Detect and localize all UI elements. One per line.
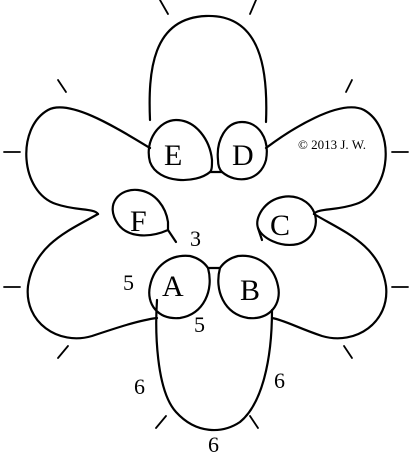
ring-label-a: A bbox=[162, 270, 184, 303]
ring-labels: E D F C A B bbox=[130, 139, 290, 307]
connector-left bbox=[166, 228, 178, 244]
chain-petal-lower-right bbox=[270, 212, 388, 340]
ring-label-f: F bbox=[130, 205, 147, 238]
ring-label-d: D bbox=[232, 139, 254, 172]
count-center-ring: 3 bbox=[190, 226, 201, 251]
ring-b bbox=[217, 254, 280, 320]
ring-label-e: E bbox=[164, 139, 182, 172]
picot bbox=[57, 79, 67, 93]
ring-a bbox=[148, 254, 211, 320]
picot bbox=[249, 415, 259, 429]
picots bbox=[3, 0, 409, 429]
picot bbox=[155, 415, 167, 429]
ring-label-b: B bbox=[240, 274, 260, 307]
chain-petal-lower-left bbox=[26, 212, 159, 340]
ring-f bbox=[111, 188, 170, 237]
ring-c bbox=[256, 195, 317, 246]
chain-petal-top bbox=[148, 14, 268, 124]
count-ring-a-left: 5 bbox=[123, 270, 134, 295]
chain-petal-bottom bbox=[155, 298, 274, 432]
count-chain-bottom: 6 bbox=[208, 432, 219, 457]
stitch-counts: 3 5 5 6 6 6 bbox=[123, 226, 285, 457]
chain-petals bbox=[25, 14, 388, 432]
rings bbox=[111, 118, 317, 320]
count-ring-a-bottom: 5 bbox=[194, 312, 205, 337]
chain-petal-upper-right bbox=[264, 106, 387, 216]
ring-label-c: C bbox=[270, 209, 290, 242]
chain-petal-upper-left bbox=[25, 106, 152, 216]
ring-d bbox=[216, 120, 268, 181]
picot bbox=[159, 0, 169, 15]
picot bbox=[345, 79, 353, 93]
count-chain-right: 6 bbox=[274, 368, 285, 393]
ring-e bbox=[147, 118, 214, 182]
picot bbox=[343, 345, 353, 359]
center-connectors bbox=[166, 170, 264, 270]
copyright-text: © 2013 J. W. bbox=[298, 137, 366, 152]
picot bbox=[249, 0, 257, 15]
count-chain-left: 6 bbox=[134, 374, 145, 399]
picot bbox=[57, 345, 69, 359]
